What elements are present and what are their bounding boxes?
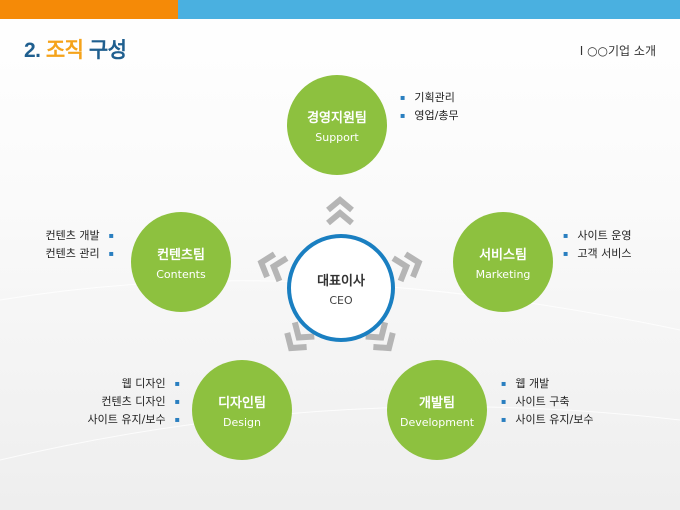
team-marketing: 서비스팀 Marketing xyxy=(453,212,553,312)
list-item: 웹 디자인 xyxy=(88,375,180,393)
support-duties: 기획관리 영업/총무 xyxy=(400,89,459,125)
team-name: 서비스팀 xyxy=(479,247,527,263)
team-support: 경영지원팀 Support xyxy=(287,75,387,175)
top-bar-blue xyxy=(178,0,680,19)
chevron-up-icon xyxy=(326,196,354,226)
chevron-down-left-icon xyxy=(284,321,315,352)
team-development: 개발팀 Development xyxy=(387,360,487,460)
team-en: Development xyxy=(399,415,475,429)
team-en: Support xyxy=(315,130,359,144)
list-item: 사이트 유지/보수 xyxy=(501,411,593,429)
section-label: Ⅰ ○○기업 소개 xyxy=(579,44,656,58)
list-item: 컨텐츠 관리 xyxy=(45,245,114,263)
chevron-left-icon xyxy=(257,251,289,283)
list-item: 사이트 유지/보수 xyxy=(88,411,180,429)
contents-duties: 컨텐츠 개발 컨텐츠 관리 xyxy=(45,227,114,263)
team-en: Contents xyxy=(156,267,206,281)
team-name: 개발팀 xyxy=(419,395,455,411)
team-contents: 컨텐츠팀 Contents xyxy=(131,212,231,312)
chevron-right-icon xyxy=(391,251,423,283)
team-name: 경영지원팀 xyxy=(307,110,367,126)
marketing-duties: 사이트 운영 고객 서비스 xyxy=(563,227,631,263)
list-item: 사이트 운영 xyxy=(563,227,631,245)
team-en: Marketing xyxy=(475,267,531,281)
list-item: 기획관리 xyxy=(400,89,459,107)
page-title: 2. 조직 구성 xyxy=(24,39,127,62)
list-item: 고객 서비스 xyxy=(563,245,631,263)
design-duties: 웹 디자인 컨텐츠 디자인 사이트 유지/보수 xyxy=(88,375,180,429)
list-item: 컨텐츠 개발 xyxy=(45,227,114,245)
team-name: 디자인팀 xyxy=(218,395,266,411)
list-item: 영업/총무 xyxy=(400,107,458,125)
ceo-node: 대표이사 CEO xyxy=(287,234,395,342)
top-bar-orange xyxy=(0,0,178,19)
ceo-en-label: CEO xyxy=(329,293,353,307)
development-duties: 웹 개발 사이트 구축 사이트 유지/보수 xyxy=(501,375,593,429)
team-name: 컨텐츠팀 xyxy=(157,247,205,263)
chevron-down-right-icon xyxy=(365,321,396,352)
ceo-label: 대표이사 xyxy=(317,273,365,289)
team-en: Design xyxy=(223,415,261,429)
list-item: 웹 개발 xyxy=(501,375,593,393)
team-design: 디자인팀 Design xyxy=(192,360,292,460)
list-item: 컨텐츠 디자인 xyxy=(88,393,180,411)
list-item: 사이트 구축 xyxy=(501,393,593,411)
